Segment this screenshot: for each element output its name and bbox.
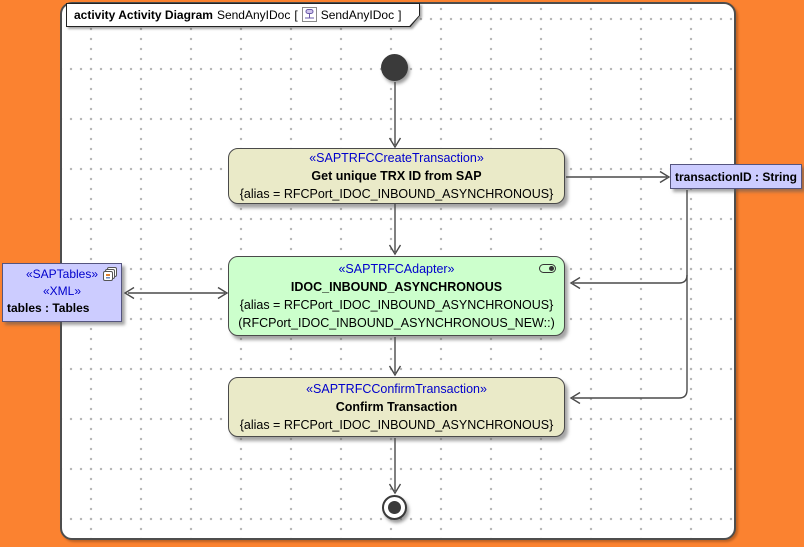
frame-ref-name: SendAnyIDoc	[320, 7, 395, 22]
action-confirm-transaction[interactable]: «SAPTRFCConfirmTransaction» Confirm Tran…	[228, 377, 565, 437]
action-name: IDOC_INBOUND_ASYNCHRONOUS	[290, 280, 503, 294]
activity-diagram-icon	[302, 7, 317, 22]
action-idoc-adapter[interactable]: «SAPTRFCAdapter» IDOC_INBOUND_ASYNCHRONO…	[228, 256, 565, 336]
pin-transaction-id[interactable]: transactionID : String	[670, 164, 802, 189]
tagged-value-2: (RFCPort_IDOC_INBOUND_ASYNCHRONOUS_NEW::…	[238, 316, 555, 330]
diagram-frame-tab[interactable]: activity Activity Diagram SendAnyIDoc [ …	[66, 3, 420, 27]
object-node-label: tables : Tables	[7, 301, 90, 315]
initial-node[interactable]	[381, 54, 408, 81]
tagged-value: {alias = RFCPort_IDOC_INBOUND_ASYNCHRONO…	[239, 418, 554, 432]
frame-kind-label: activity Activity Diagram	[74, 7, 213, 22]
adapter-behavior-icon	[539, 264, 556, 273]
activity-final-node[interactable]	[382, 495, 407, 520]
action-name: Get unique TRX ID from SAP	[311, 169, 482, 183]
tagged-value: {alias = RFCPort_IDOC_INBOUND_ASYNCHRONO…	[239, 298, 554, 312]
stereotype-label: «SAPTRFCCreateTransaction»	[309, 151, 484, 165]
stereotype-label: «SAPTRFCAdapter»	[338, 262, 455, 276]
stereotype-label: «SAPTables»	[25, 267, 99, 281]
tagged-value: {alias = RFCPort_IDOC_INBOUND_ASYNCHRONO…	[239, 187, 554, 201]
object-node-tables[interactable]: «SAPTables» «XML» tables : Tables	[2, 263, 122, 322]
frame-diagram-name: SendAnyIDoc	[216, 7, 291, 22]
stereotype-label-2: «XML»	[42, 284, 82, 298]
pin-label: transactionID : String	[674, 169, 797, 184]
action-create-transaction[interactable]: «SAPTRFCCreateTransaction» Get unique TR…	[228, 148, 565, 204]
action-name: Confirm Transaction	[335, 400, 458, 414]
stereotype-label: «SAPTRFCConfirmTransaction»	[306, 382, 487, 396]
final-node-dot	[388, 501, 401, 514]
frame-open-bracket: [	[294, 7, 298, 22]
frame-close-bracket: ]	[398, 7, 402, 22]
copies-icon	[103, 267, 118, 287]
